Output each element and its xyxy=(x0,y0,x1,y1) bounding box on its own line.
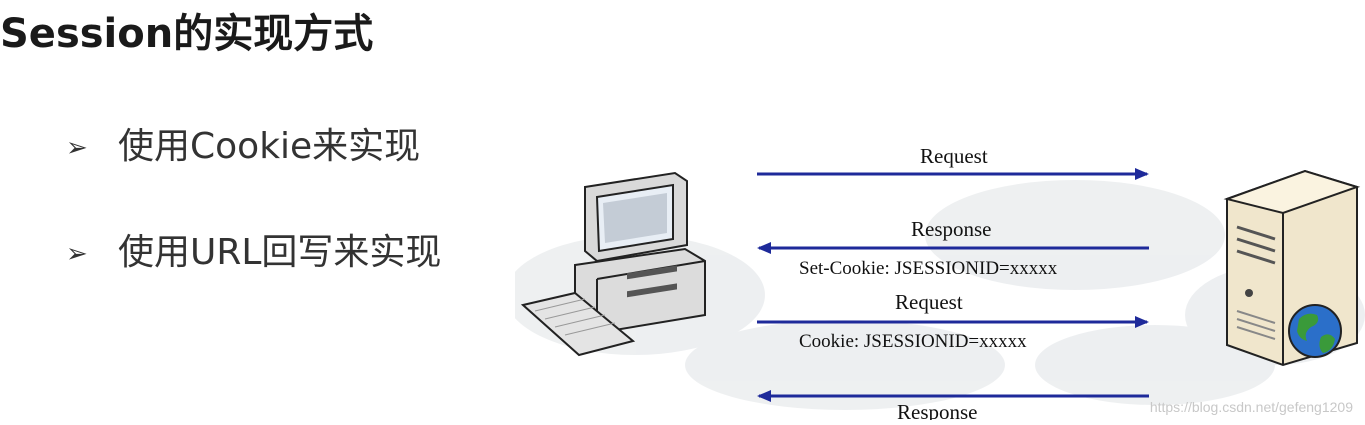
message-detail: Set-Cookie: JSESSIONID=xxxxx xyxy=(799,258,1058,279)
bullet-text: 使用URL回写来实现 xyxy=(118,232,442,273)
message-detail: Cookie: JSESSIONID=xxxxx xyxy=(799,331,1027,352)
session-cookie-diagram: Request Response Set-Cookie: JSESSIONID=… xyxy=(515,115,1365,420)
bullet-arrow-icon: ➢ xyxy=(66,133,88,163)
message-label: Response xyxy=(897,400,978,420)
bullet-arrow-icon: ➢ xyxy=(66,239,88,269)
message-response-2: Response xyxy=(757,390,1149,420)
message-response-1: Response Set-Cookie: JSESSIONID=xxxxx xyxy=(757,217,1149,279)
bullet-item-url-rewrite: ➢ 使用URL回写来实现 xyxy=(66,228,441,279)
message-label: Request xyxy=(895,290,963,314)
message-request-1: Request xyxy=(757,144,1149,180)
bullet-text: 使用Cookie来实现 xyxy=(118,126,421,167)
globe-icon xyxy=(1288,304,1342,358)
message-label: Response xyxy=(911,217,992,241)
desktop-computer-icon xyxy=(520,171,706,357)
watermark: https://blog.csdn.net/gefeng1209 xyxy=(1149,399,1353,415)
bullet-item-cookie: ➢ 使用Cookie来实现 xyxy=(66,122,420,173)
message-label: Request xyxy=(920,144,988,168)
page-title: Session的实现方式 xyxy=(0,11,374,57)
message-request-2: Request Cookie: JSESSIONID=xxxxx xyxy=(757,290,1149,352)
